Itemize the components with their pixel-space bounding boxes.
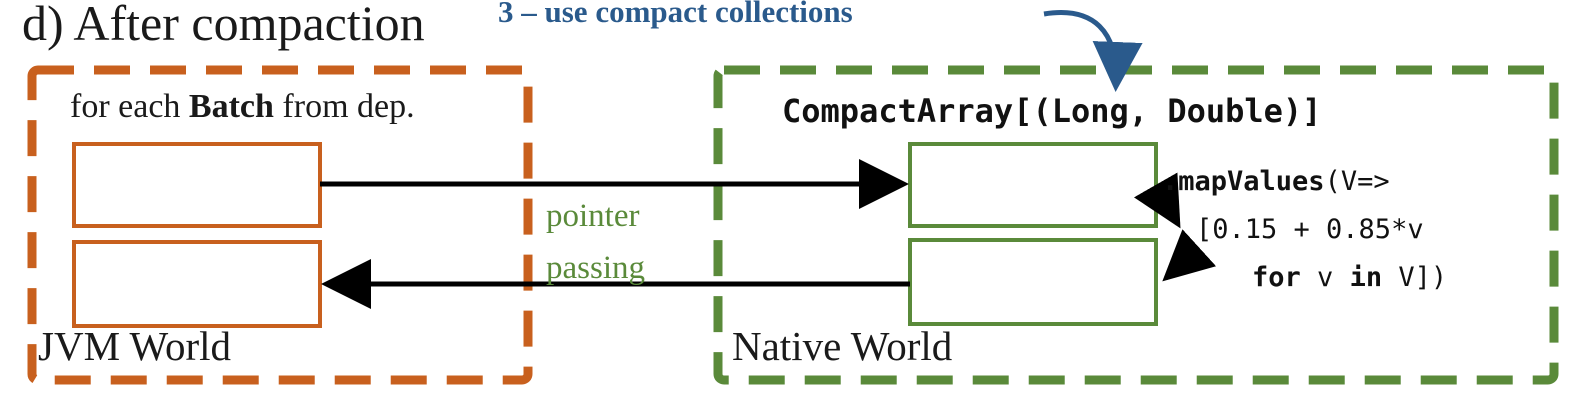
caption-suffix: from dep. (273, 88, 415, 125)
annotation-label: 3 – use compact collections (498, 0, 853, 29)
native-box-top (908, 142, 1158, 228)
figure-title: d) After compaction (22, 0, 425, 51)
code-mapvalues: .mapValues (1162, 166, 1325, 197)
code-for-keyword: for (1252, 262, 1301, 293)
pointer-label-line2: passing (546, 250, 645, 286)
pointer-passing-label: pointer passing (546, 190, 645, 294)
jvm-world-label: JVM World (38, 323, 231, 369)
native-type-caption: CompactArray[(Long, Double)] (782, 92, 1322, 130)
code-in-keyword: in (1349, 262, 1383, 293)
code-close: V]) (1382, 262, 1448, 293)
code-line-1: .mapValues(V=> (1162, 166, 1390, 197)
code-line-3: for v in V]) (1252, 262, 1447, 293)
annotation-arrow (1043, 10, 1143, 92)
caption-batch-keyword: Batch (188, 88, 274, 125)
map-arrow-in (1133, 172, 1181, 229)
code-line-2: [0.15 + 0.85*v (1196, 214, 1424, 245)
jvm-world-container (27, 65, 533, 385)
native-world-label: Native World (732, 323, 953, 369)
jvm-batch-box-bottom (72, 240, 322, 328)
code-var: v (1300, 262, 1350, 293)
pointer-label-line1: pointer (546, 198, 640, 234)
caption-prefix: for each (70, 88, 189, 125)
map-arrow-out (1162, 229, 1217, 282)
jvm-batch-caption: for each Batch from dep. (70, 88, 415, 126)
code-lambda-start: (V=> (1324, 166, 1390, 197)
native-box-bottom (908, 238, 1158, 326)
jvm-batch-box-top (72, 142, 322, 228)
